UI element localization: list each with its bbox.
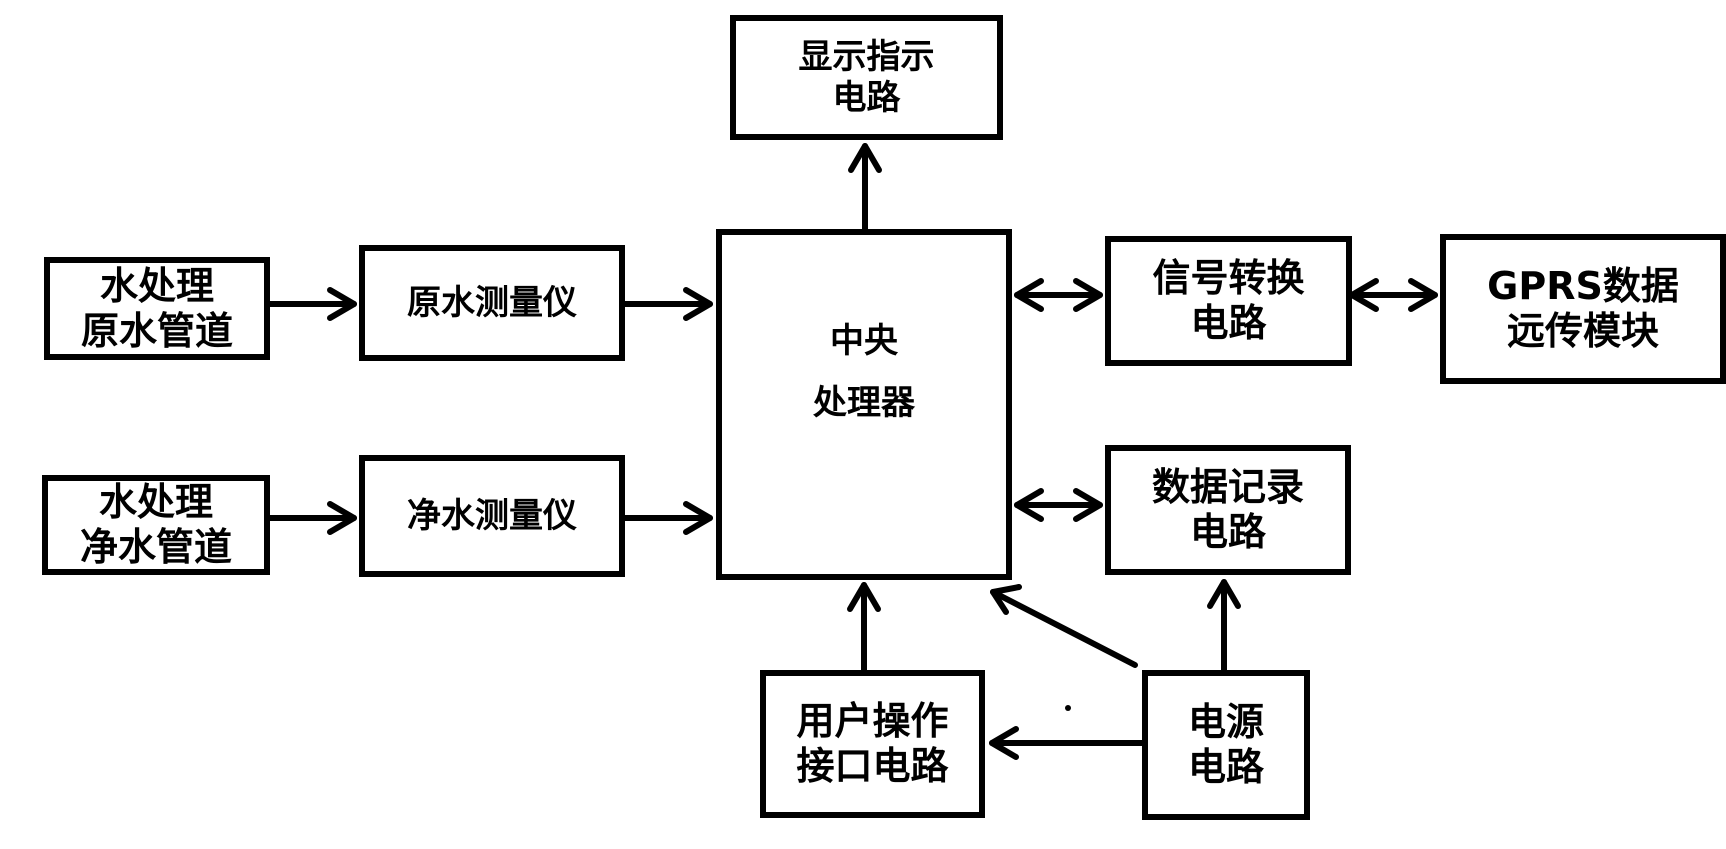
arrow-pure-meter-to-cpu: [622, 501, 713, 535]
node-label-line: 远传模块: [1506, 309, 1659, 353]
power-circuit-box: 电源 电路: [1142, 670, 1310, 820]
node-label-line: 电路: [1189, 510, 1266, 554]
arrow-pure-pipe-to-pure-meter: [267, 501, 357, 535]
central-processor-box: 中央 处理器: [716, 229, 1012, 580]
user-interface-circuit-box: 用户操作 接口电路: [760, 670, 985, 818]
arrow-power-to-record: [1207, 579, 1241, 673]
display-indicator-circuit-box: 显示指示 电路: [730, 15, 1003, 140]
node-label-line: 处理器: [813, 383, 915, 424]
raw-water-meter-box: 原水测量仪: [359, 245, 625, 361]
arrow-raw-meter-to-cpu: [622, 287, 713, 321]
node-label-line: 净水测量仪: [407, 495, 577, 536]
node-label-line: 电路: [832, 77, 901, 118]
arrow-cpu-record-bidirectional: [1014, 488, 1103, 522]
node-label-line: 电路: [1187, 745, 1264, 789]
node-label-line: 数据记录: [1151, 465, 1304, 510]
node-label-line: 信号转换: [1152, 256, 1305, 301]
arrow-raw-pipe-to-raw-meter: [267, 287, 357, 321]
node-label-line: 接口电路: [796, 744, 949, 788]
node-label-line: 显示指示: [798, 37, 935, 78]
arrow-signal-gprs-bidirectional: [1349, 278, 1438, 312]
arrow-cpu-to-display: [848, 143, 882, 232]
node-label-line: 原水管道: [80, 308, 233, 353]
pure-water-meter-box: 净水测量仪: [359, 455, 625, 577]
node-label-line: 电路: [1190, 301, 1267, 345]
node-label-line: GPRS数据: [1487, 264, 1679, 309]
node-label-line: 水处理: [98, 480, 213, 525]
raw-water-pipe-box: 水处理 原水管道: [44, 257, 270, 360]
arrow-ui-to-cpu: [847, 582, 881, 673]
gprs-remote-module-box: GPRS数据 远传模块: [1440, 234, 1726, 384]
arrow-cpu-signal-bidirectional: [1014, 278, 1103, 312]
node-label-line: 水处理: [99, 263, 214, 308]
node-label-line: 用户操作: [796, 699, 949, 744]
arrow-power-to-cpu: [990, 584, 1138, 668]
node-label-line: 电源: [1187, 700, 1264, 745]
stray-mark: [1065, 705, 1071, 711]
arrow-power-to-ui: [989, 726, 1145, 760]
pure-water-pipe-box: 水处理 净水管道: [42, 475, 270, 575]
data-record-circuit-box: 数据记录 电路: [1105, 445, 1351, 575]
signal-conversion-circuit-box: 信号转换 电路: [1105, 236, 1352, 366]
node-label-line: 中央: [830, 321, 898, 361]
node-label-line: 原水测量仪: [407, 282, 577, 323]
node-label-line: 净水管道: [79, 525, 232, 569]
